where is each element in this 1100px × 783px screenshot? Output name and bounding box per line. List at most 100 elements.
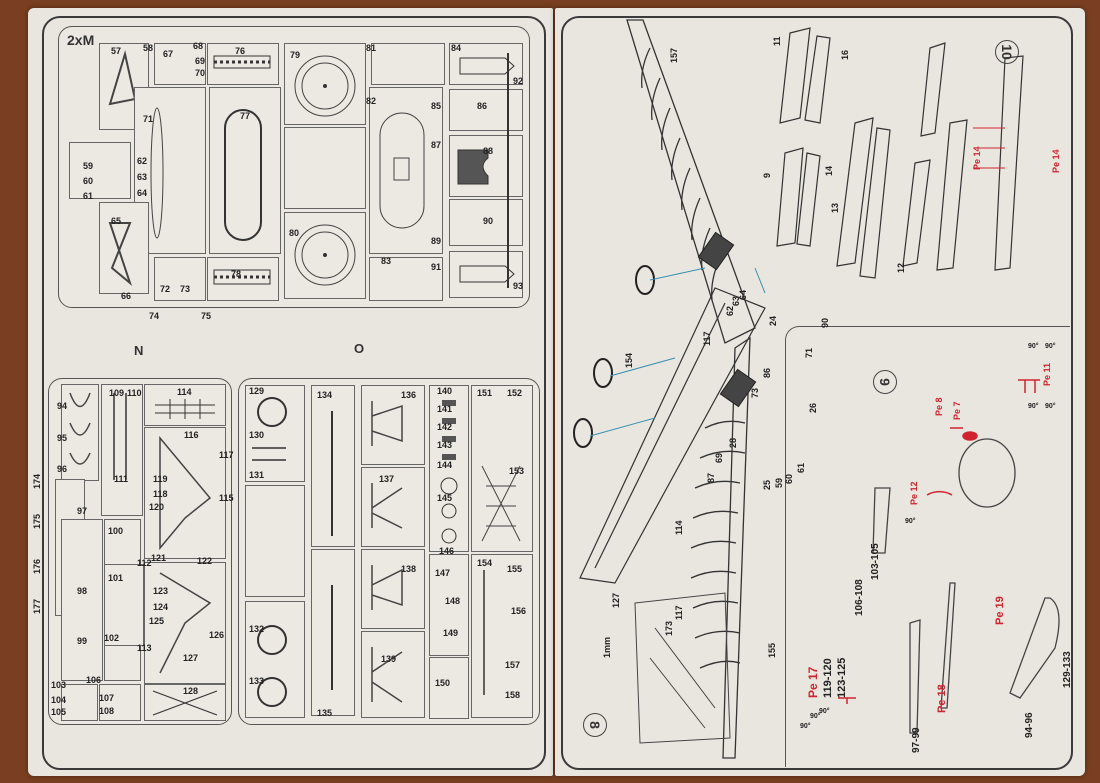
part-number: 115 (219, 493, 234, 503)
sprue-label: 2xM (67, 32, 95, 48)
callout: 119-120 (822, 658, 834, 698)
part-number: 109 (109, 388, 125, 398)
part-number: 78 (231, 269, 242, 279)
note-1mm: 1mm (602, 636, 612, 658)
part-cell (245, 385, 305, 482)
angle-mark: 90° (800, 723, 811, 730)
part-number: 136 (401, 390, 417, 400)
part-cell (499, 43, 517, 298)
part-number: 108 (99, 706, 115, 716)
callout: 62 (725, 305, 735, 316)
part-number: 132 (249, 624, 265, 634)
angle-mark: 90° (1045, 403, 1056, 410)
angle-mark: 90° (1028, 343, 1039, 350)
angle-mark: 90° (1045, 343, 1056, 350)
part-cell (61, 384, 99, 481)
left-page: 2xM (28, 8, 553, 776)
page-border (561, 16, 1073, 770)
wheels (573, 265, 655, 448)
part-number: 130 (249, 430, 265, 440)
callout-pe: Pe 11 (1042, 362, 1052, 386)
callout: 64 (738, 289, 748, 300)
step-number-8: 8 (583, 713, 607, 737)
part-cell (429, 657, 469, 719)
pe-14-callouts (973, 127, 1005, 169)
part-cell (361, 467, 425, 547)
part-number: 150 (435, 678, 451, 688)
callout: 90 (820, 317, 830, 328)
part-number: 66 (121, 291, 132, 301)
callout: 11 (772, 36, 782, 46)
part-number: 127 (183, 653, 199, 663)
part-number: 101 (108, 573, 124, 583)
part-cell (449, 89, 523, 131)
callout-pe: Pe 18 (936, 684, 948, 713)
part-number: 98 (77, 586, 88, 596)
part-number: 116 (184, 430, 199, 440)
callout-pe: Pe 14 (1051, 149, 1061, 173)
part-number: 87 (431, 140, 442, 150)
sprue-m: 2xM (58, 26, 530, 321)
callout: 61 (796, 462, 806, 473)
part-number: 73 (180, 284, 191, 294)
part-cell (361, 549, 425, 629)
part-number: 141 (437, 404, 453, 414)
part-number: 153 (509, 466, 525, 476)
callout: 71 (804, 347, 814, 358)
part-number: 82 (366, 96, 377, 106)
assembly-drawing (573, 19, 1060, 759)
part-number: 158 (505, 690, 521, 700)
callout: 106-108 (854, 579, 865, 616)
part-cell (429, 554, 469, 656)
step-number-10: 10 (995, 40, 1019, 64)
part-number: 70 (195, 68, 206, 78)
part-number: 97 (77, 506, 88, 516)
part-cell (284, 43, 366, 125)
part-number: 107 (99, 693, 115, 703)
part-number: 118 (153, 489, 168, 499)
part-cell (449, 135, 523, 197)
part-cell (69, 142, 131, 199)
part-number: 67 (163, 49, 174, 59)
part-cell (311, 549, 355, 716)
part-number: 77 (240, 111, 251, 121)
part-number: 76 (235, 46, 246, 56)
part-number: 125 (149, 616, 165, 626)
part-number: 139 (381, 654, 397, 664)
callout: 97-99 (911, 727, 922, 753)
part-cell (99, 202, 149, 294)
part-number: 138 (401, 564, 417, 574)
part-number: 91 (431, 262, 442, 272)
part-cell (144, 684, 226, 721)
step-number-9: 9 (873, 370, 897, 394)
part-number: 174 (32, 473, 42, 489)
callout: 117 (702, 331, 712, 346)
callout: 28 (728, 437, 738, 448)
part-number: 142 (437, 422, 453, 432)
part-number: 145 (437, 493, 453, 503)
part-cell (154, 43, 206, 85)
part-number: 74 (149, 311, 160, 321)
part-number: 58 (143, 43, 154, 53)
part-cell (104, 564, 144, 646)
part-number: 65 (111, 216, 122, 226)
part-cell (154, 257, 206, 301)
part-number: 126 (209, 630, 225, 640)
step-9-red-parts (838, 379, 1040, 704)
part-number: 83 (381, 256, 392, 266)
part-number: 157 (505, 660, 521, 670)
part-cell (369, 257, 443, 301)
part-cell (144, 384, 226, 426)
part-number: 155 (507, 564, 523, 574)
engine (697, 231, 757, 408)
callout: 155 (767, 642, 777, 658)
part-cell (245, 601, 305, 718)
part-number: 79 (290, 50, 301, 60)
part-number: 75 (201, 311, 212, 321)
callout: 9 (762, 172, 772, 178)
step-9-panel (785, 326, 1070, 767)
right-page: 10 9 8 157 117 62 63 64 24 90 71 86 73 2… (555, 8, 1085, 776)
part-cell (471, 554, 533, 718)
part-number: 84 (451, 43, 462, 53)
part-cell (101, 384, 143, 516)
